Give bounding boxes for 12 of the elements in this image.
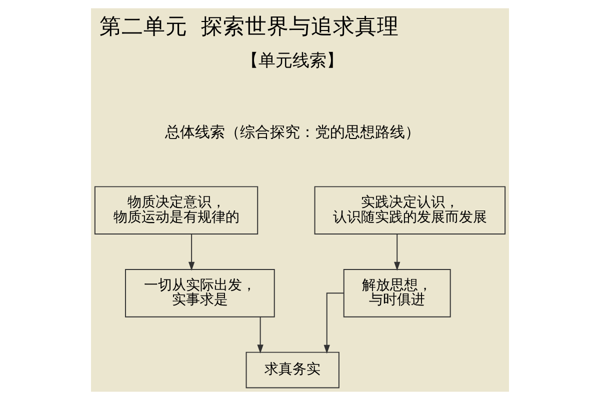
node-box: 求真务实 bbox=[246, 352, 340, 388]
diagram-title: 第二单元 探索世界与追求真理 bbox=[99, 14, 400, 40]
node-box: 解放思想，与时俱进 bbox=[343, 269, 451, 318]
node-box: 一切从实际出发，实事求是 bbox=[125, 269, 275, 318]
label: 总体线索（综合探究：党的思想路线） bbox=[165, 124, 420, 141]
arrow bbox=[324, 292, 344, 354]
arrow bbox=[257, 316, 264, 354]
node-box: 物质决定意识，物质运动是有规律的 bbox=[94, 186, 258, 234]
arrow bbox=[188, 234, 195, 271]
node-box: 实践决定认识，认识随实践的发展而发展 bbox=[314, 186, 506, 234]
arrow bbox=[394, 234, 400, 271]
label: 【单元线索】 bbox=[242, 50, 344, 70]
